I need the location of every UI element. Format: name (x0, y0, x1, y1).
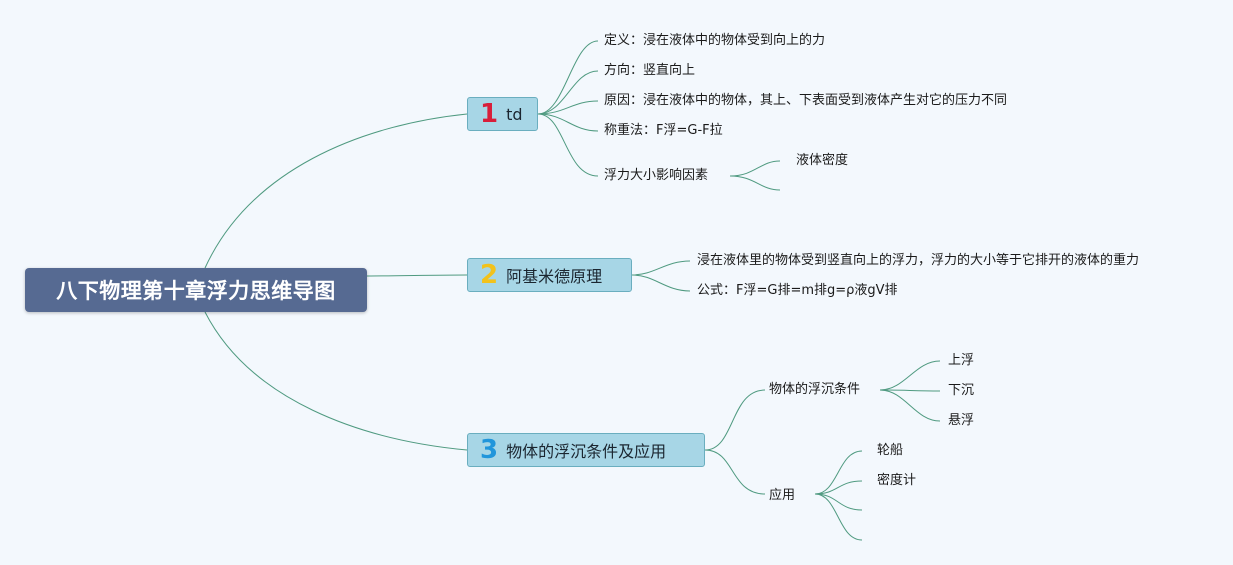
branch-3-label: 物体的浮沉条件及应用 (506, 442, 667, 461)
edge-b2-statement (631, 260, 691, 276)
leaf-direction[interactable]: 方向：竖直向上 (604, 63, 696, 78)
leaf-cause[interactable]: 原因：浸在液体中的物体，其上、下表面受到液体产生对它的压力不同 (604, 93, 1008, 108)
edge-factor-1 (729, 160, 781, 177)
edge-b1-weigh (537, 113, 599, 132)
edge-b3-conditions (704, 389, 766, 451)
node-float-sink-conditions[interactable]: 物体的浮沉条件 (769, 382, 861, 397)
leaf-ship[interactable]: 轮船 (877, 443, 904, 458)
branch-2-label: 阿基米德原理 (506, 267, 603, 286)
number-1-icon: 1 (480, 99, 499, 129)
edge-b1-factors (537, 113, 599, 177)
root-title: 八下物理第十章浮力思维导图 (56, 279, 336, 303)
edge-b3-applications (704, 449, 766, 495)
edge-factor-2 (729, 175, 781, 191)
edge-root-branch3 (204, 311, 468, 451)
leaf-suspend[interactable]: 悬浮 (948, 413, 975, 428)
leaf-factor-density[interactable]: 液体密度 (796, 153, 849, 168)
number-2-icon: 2 (480, 260, 499, 290)
edge-app-4 (814, 493, 863, 541)
branch-node-1[interactable]: 1 td (467, 97, 538, 131)
leaf-rise[interactable]: 上浮 (948, 353, 975, 368)
edge-root-branch1 (204, 113, 468, 269)
leaf-sink[interactable]: 下沉 (948, 383, 975, 398)
edge-app-3 (814, 493, 863, 511)
branch-1-label: td (506, 104, 523, 124)
leaf-archimedes-formula[interactable]: 公式：F浮=G排=m排g=ρ液gV排 (697, 283, 898, 298)
edge-b2-formula (631, 274, 691, 292)
node-applications[interactable]: 应用 (769, 488, 796, 503)
leaf-definition[interactable]: 定义：浸在液体中的物体受到向上的力 (604, 33, 826, 48)
edge-app-2 (814, 480, 863, 495)
root-node[interactable]: 八下物理第十章浮力思维导图 (25, 268, 367, 312)
edge-b1-def (537, 40, 599, 115)
branch-node-3[interactable]: 3 物体的浮沉条件及应用 (467, 433, 705, 467)
leaf-archimedes-statement[interactable]: 浸在液体里的物体受到竖直向上的浮力，浮力的大小等于它排开的液体的重力 (697, 253, 1140, 268)
leaf-factors[interactable]: 浮力大小影响因素 (604, 168, 709, 183)
edge-cond-up (879, 360, 941, 391)
number-3-icon: 3 (480, 435, 499, 465)
leaf-weighing-method[interactable]: 称重法：F浮=G-F拉 (604, 123, 723, 138)
edge-root-branch2 (366, 274, 468, 277)
edge-app-1 (814, 450, 863, 495)
branch-node-2[interactable]: 2 阿基米德原理 (467, 258, 632, 292)
edge-cond-suspend (879, 389, 941, 422)
leaf-hydrometer[interactable]: 密度计 (877, 473, 917, 488)
edge-b1-dir (537, 70, 599, 115)
edge-b1-cause (537, 100, 599, 115)
edge-cond-down (879, 389, 941, 392)
